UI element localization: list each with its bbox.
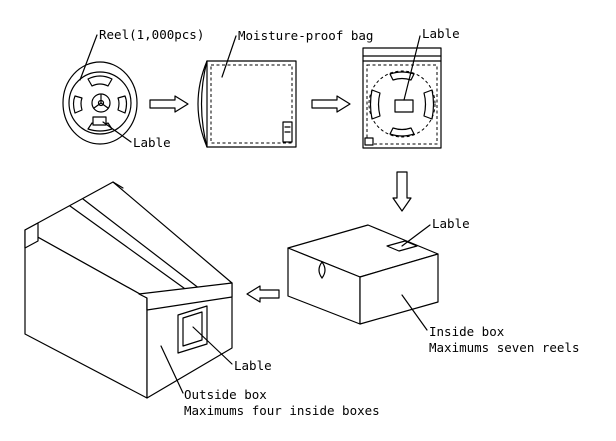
sealed-bag-icon — [362, 47, 442, 149]
inside-box-label-caption: Lable — [432, 216, 470, 231]
hollow-arrow-icon — [311, 95, 351, 113]
inside-box-icon — [287, 224, 439, 325]
bag-label-caption: Lable — [422, 26, 460, 41]
outside-box-label-tag — [177, 305, 208, 354]
hollow-arrow-icon — [149, 95, 189, 113]
bag-icon — [197, 60, 297, 148]
outside-box-label-caption: Lable — [234, 358, 272, 373]
reel-icon — [62, 61, 138, 145]
inside-box-caption: Maximums seven reels — [429, 340, 580, 355]
hollow-arrow-icon — [392, 171, 412, 212]
reel-caption: Reel(1,000pcs) — [99, 27, 204, 42]
outside-box-title: Outside box — [184, 387, 267, 402]
bag-label-tag — [394, 99, 414, 113]
inside-box-title: Inside box — [429, 324, 505, 339]
hollow-arrow-icon — [246, 285, 280, 303]
moisture-bag-caption: Moisture-proof bag — [238, 28, 373, 43]
reel-label-tag — [92, 116, 107, 126]
outside-box-icon — [24, 181, 233, 399]
outside-box-caption: Maximums four inside boxes — [184, 403, 380, 418]
reel-label-caption: Lable — [133, 135, 171, 150]
